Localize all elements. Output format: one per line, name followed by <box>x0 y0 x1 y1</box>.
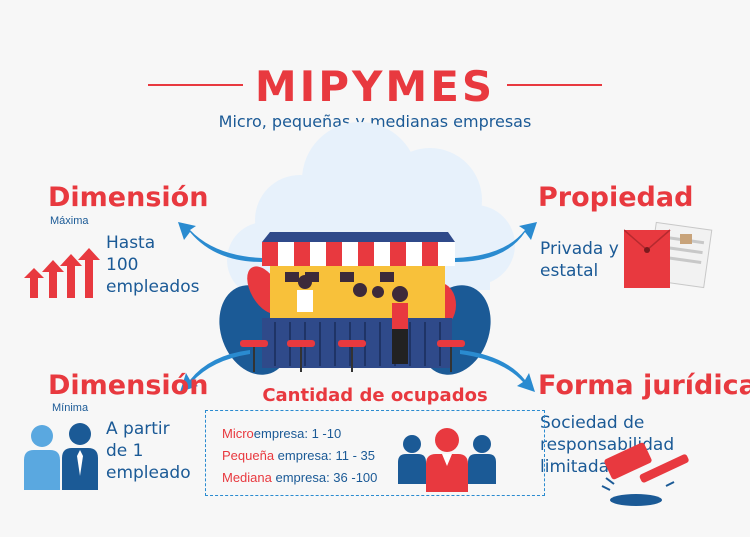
propiedad-line-2: estatal <box>540 261 599 281</box>
cantidad-heading: Cantidad de ocupados <box>262 385 488 406</box>
documents-icon <box>624 221 713 289</box>
page-title: MIPYMES <box>254 62 496 111</box>
propiedad-text: Privada y estatal <box>540 238 619 282</box>
dim-min-line-3: empleado <box>106 463 191 483</box>
dim-min-heading: Dimensión <box>48 370 209 401</box>
dim-max-heading: Dimensión <box>48 182 209 213</box>
dim-min-line-2: de 1 <box>106 441 144 461</box>
dim-max-line-2: 100 <box>106 255 139 275</box>
arrow-bottom-right <box>460 350 535 392</box>
cantidad-row-micro: Microempresa: 1 -10 <box>222 426 342 441</box>
dim-max-line-3: empleados <box>106 277 200 297</box>
stools <box>240 340 465 347</box>
title-rule-right <box>507 84 602 86</box>
growth-arrows-icon <box>24 248 100 298</box>
team-icon <box>398 428 496 492</box>
vendor-figure <box>297 275 313 312</box>
page-subtitle: Micro, pequeñas y medianas empresas <box>218 112 532 131</box>
dim-min-text: A partir de 1 empleado <box>106 418 191 484</box>
cantidad-row-mediana: Mediana empresa: 36 -100 <box>222 470 378 485</box>
stall-awning <box>262 232 455 266</box>
dim-max-sub: Máxima <box>50 215 89 227</box>
dim-min-line-1: A partir <box>106 419 170 439</box>
employees-icon <box>24 423 98 490</box>
cantidad-list: Microempresa: 1 -10 Pequeña empresa: 11 … <box>222 426 377 485</box>
cantidad-row-pequena: Pequeña empresa: 11 - 35 <box>222 448 375 463</box>
dim-max-line-1: Hasta <box>106 233 156 253</box>
propiedad-heading: Propiedad <box>538 182 694 213</box>
dim-min-sub: Mínima <box>52 402 89 414</box>
arrow-bottom-left <box>180 350 250 392</box>
dim-max-text: Hasta 100 empleados <box>106 232 199 298</box>
title-rule-left <box>148 84 243 86</box>
arrow-top-left <box>178 222 262 262</box>
arrow-top-right <box>455 222 537 262</box>
forma-line-2: limitada <box>540 457 610 477</box>
propiedad-line-1: Privada y <box>540 239 619 259</box>
forma-heading: Forma jurídica <box>538 370 750 401</box>
customer-figure <box>392 286 408 364</box>
cantidad-box <box>205 410 545 496</box>
gavel-icon <box>601 442 689 506</box>
